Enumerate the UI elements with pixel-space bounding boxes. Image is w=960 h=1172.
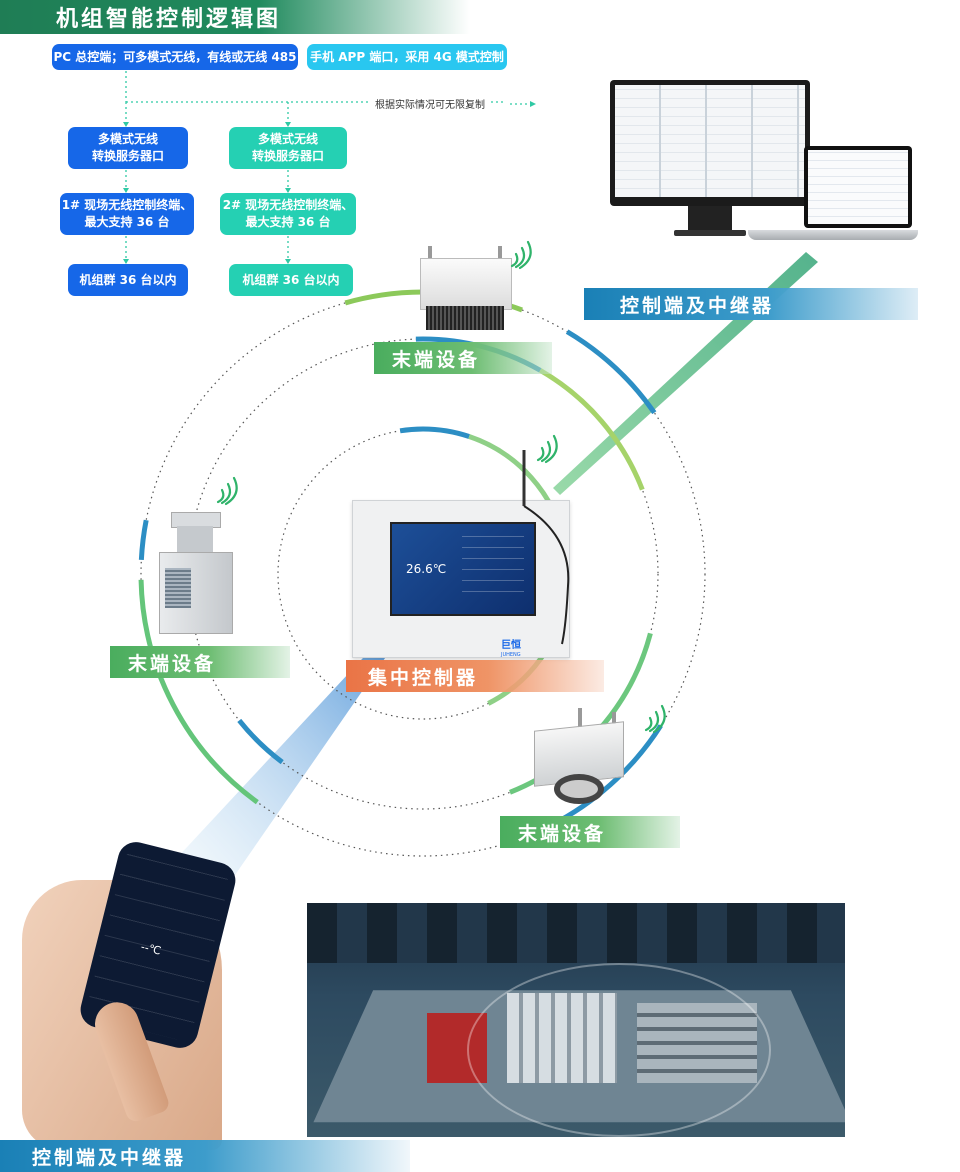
terminal-pill-1: 1# 现场无线控制终端、 最大支持 36 台: [60, 193, 194, 235]
controller-logo: 巨恒 JUHENG: [501, 640, 521, 658]
central-controller-illustration: 26.6℃ 巨恒 JUHENG: [352, 500, 570, 658]
end-device-left-illustration: [155, 512, 235, 638]
laptop-illustration: [748, 146, 918, 256]
server-pill-1: 多模式无线 转换服务器口: [68, 127, 188, 169]
controller-antenna: [522, 450, 570, 645]
wifi-icon: [644, 704, 666, 734]
server-pill-2: 多模式无线 转换服务器口: [229, 127, 347, 169]
relay-tag-top: 控制端及中继器: [584, 288, 918, 320]
app-control-pill: 手机 APP 端口，采用 4G 模式控制: [307, 44, 507, 70]
terminal-pill-2: 2# 现场无线控制终端、 最大支持 36 台: [220, 193, 356, 235]
end-device-bottom-illustration: [530, 708, 626, 808]
central-controller-tag: 集中控制器: [346, 660, 604, 692]
pc-control-pill: PC 总控端；可多模式无线，有线或无线 485: [52, 44, 298, 70]
page-title-banner: 机组智能控制逻辑图: [0, 0, 470, 34]
end-device-tag-left: 末端设备: [110, 646, 290, 678]
wifi-icon: [510, 240, 532, 270]
controller-screen: 26.6℃: [390, 522, 536, 616]
end-device-tag-bottom: 末端设备: [500, 816, 680, 848]
page-title: 机组智能控制逻辑图: [56, 7, 282, 32]
monitor-illustration: [610, 80, 810, 238]
group-pill-1: 机组群 36 台以内: [68, 264, 188, 296]
group-pill-2: 机组群 36 台以内: [229, 264, 353, 296]
relay-banner-bottom: 控制端及中继器: [0, 1140, 410, 1172]
end-device-tag-top: 末端设备: [374, 342, 552, 374]
wifi-icon: [536, 434, 558, 464]
controller-temperature: 26.6℃: [406, 562, 447, 576]
replicate-note: 根据实际情况可无限复制: [371, 96, 489, 111]
end-device-top-illustration: [418, 238, 512, 332]
wifi-icon: [216, 476, 238, 506]
factory-scene: [307, 903, 845, 1137]
